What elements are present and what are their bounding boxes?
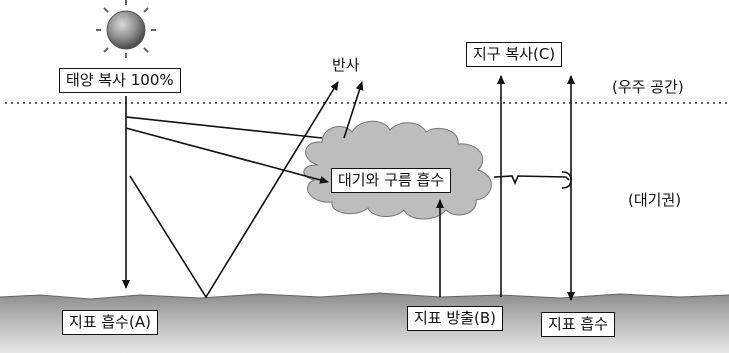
surface-absorb-a-label: 지표 흡수(A): [62, 310, 158, 335]
ground-surface: [0, 293, 729, 353]
reflection-label: 반사: [332, 56, 360, 74]
space-label: (우주 공간): [612, 78, 684, 96]
atmosphere-label: (대기권): [628, 191, 682, 209]
atm-cloud-absorb-label: 대기와 구름 흡수: [331, 168, 452, 193]
earth-radiation-label: 지구 복사(C): [466, 42, 563, 67]
solar-to-cloud-upper-line: [125, 116, 323, 139]
sun-icon: [96, 0, 156, 58]
surface-emit-b-label: 지표 방출(B): [407, 306, 503, 331]
atm-to-earth-radiation-path: [493, 175, 570, 186]
cloud-reflect-arrow: [343, 81, 364, 139]
solar-to-absorb-arrow: [125, 127, 329, 184]
surface-absorb-label: 지표 흡수: [541, 312, 615, 337]
solar-radiation-label: 태양 복사 100%: [59, 68, 181, 93]
surface-reflect-path: [129, 81, 339, 299]
